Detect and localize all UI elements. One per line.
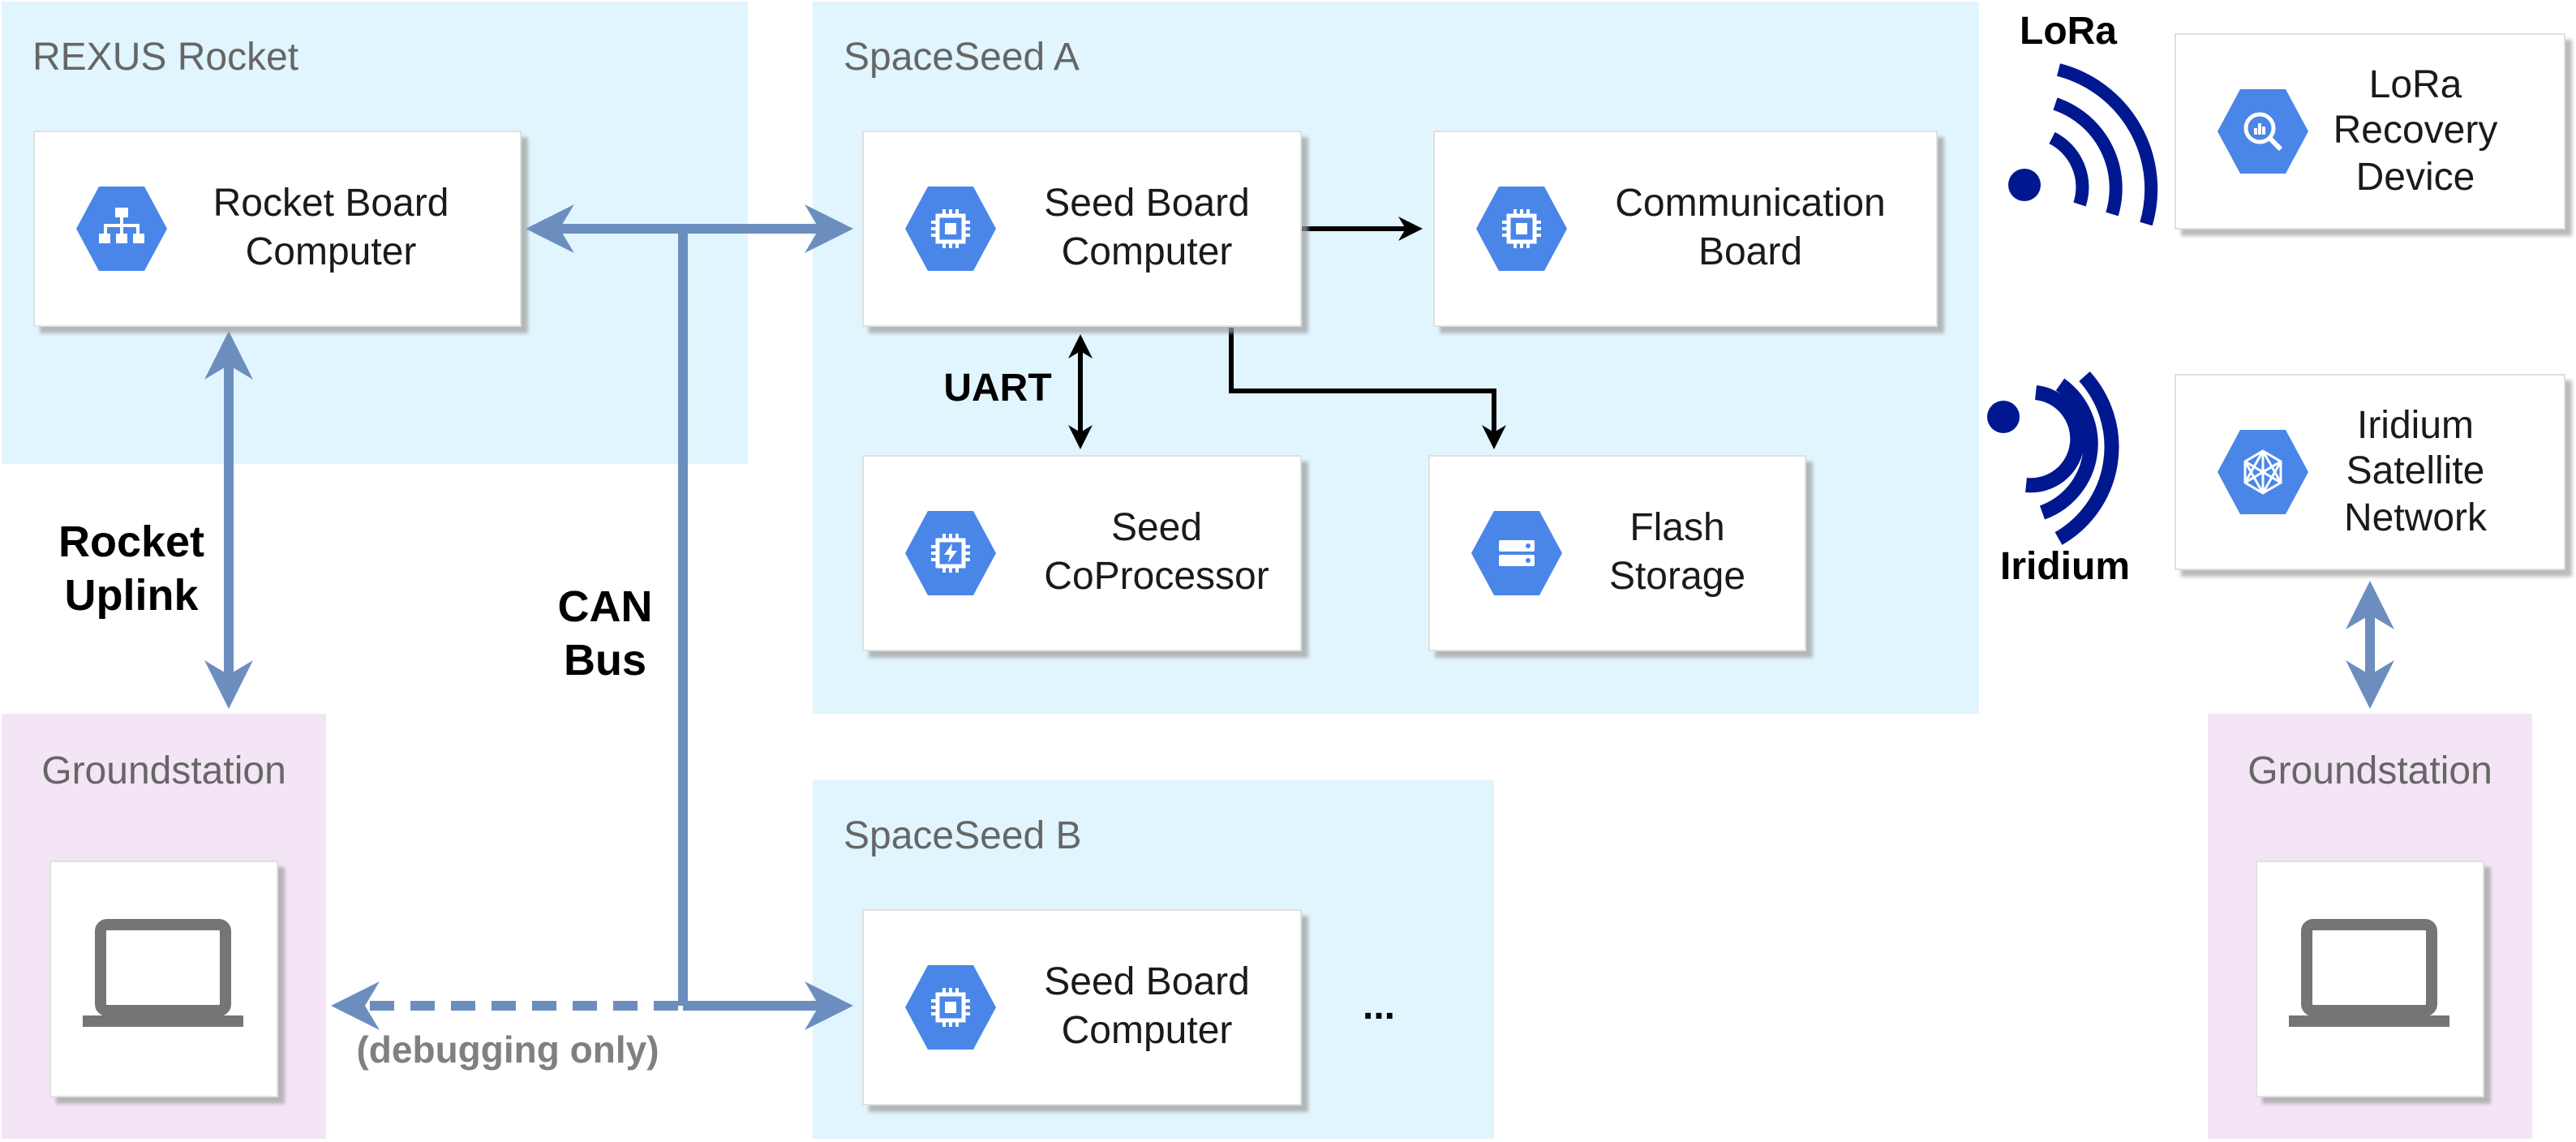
analytics-search-icon bbox=[2218, 89, 2308, 174]
card-iridium-network-line3: Network bbox=[2344, 496, 2488, 539]
card-seed-board-a-line2: Computer bbox=[1062, 230, 1233, 273]
storage-icon bbox=[1471, 511, 1562, 595]
lora-label: LoRa bbox=[2020, 10, 2117, 53]
card-seed-coprocessor-line2: CoProcessor bbox=[1044, 555, 1269, 598]
chip-icon bbox=[905, 187, 996, 271]
card-flash-storage-line2: Storage bbox=[1609, 555, 1745, 598]
card-lora-device[interactable]: LoRa Recovery Device bbox=[2175, 33, 2565, 230]
rocket-uplink-label-2: Uplink bbox=[64, 571, 199, 620]
chip-icon bbox=[905, 965, 996, 1050]
card-lora-device-line1: LoRa bbox=[2369, 63, 2462, 106]
can-bus-lines bbox=[204, 204, 2394, 1030]
debugging-label: (debugging only) bbox=[356, 1028, 659, 1071]
card-lora-device-line2: Recovery bbox=[2333, 109, 2498, 152]
chip-icon bbox=[1476, 187, 1567, 271]
card-flash-storage-line1: Flash bbox=[1629, 506, 1724, 549]
region-title-groundstation-right: Groundstation bbox=[2248, 749, 2492, 792]
card-rocket-board-line1: Rocket Board bbox=[213, 182, 449, 225]
more-seeds-ellipsis: ... bbox=[1363, 985, 1395, 1028]
card-seed-board-b-line1: Seed Board bbox=[1044, 960, 1250, 1003]
laptop-card-left[interactable] bbox=[49, 861, 278, 1097]
card-seed-board-b[interactable]: Seed Board Computer bbox=[862, 909, 1302, 1106]
iridium-label: Iridium bbox=[2000, 545, 2130, 588]
card-flash-storage[interactable]: Flash Storage bbox=[1428, 455, 1806, 651]
region-title-spaceseed-b: SpaceSeed B bbox=[844, 814, 1082, 857]
card-seed-board-a-line1: Seed Board bbox=[1044, 182, 1250, 225]
internal-links bbox=[1068, 217, 1506, 449]
card-seed-coprocessor[interactable]: Seed CoProcessor bbox=[862, 455, 1302, 651]
can-bus-label-2: Bus bbox=[564, 636, 646, 685]
card-communication-board[interactable]: Communication Board bbox=[1433, 131, 1938, 327]
card-seed-board-b-line2: Computer bbox=[1062, 1009, 1233, 1052]
lora-wireless-icon bbox=[2008, 63, 2158, 226]
card-iridium-network-line1: Iridium bbox=[2357, 404, 2474, 447]
card-iridium-network[interactable]: Iridium Satellite Network bbox=[2175, 374, 2565, 570]
region-title-groundstation-left: Groundstation bbox=[41, 749, 286, 792]
card-communication-board-line2: Board bbox=[1698, 230, 1802, 273]
rocket-uplink-label-1: Rocket bbox=[58, 517, 204, 566]
card-lora-device-line3: Device bbox=[2356, 156, 2475, 199]
card-rocket-board[interactable]: Rocket Board Computer bbox=[33, 131, 522, 327]
card-seed-coprocessor-line1: Seed bbox=[1111, 506, 1202, 549]
chip-bolt-icon bbox=[905, 511, 996, 595]
network-mesh-icon bbox=[2218, 430, 2308, 514]
card-seed-board-a[interactable]: Seed Board Computer bbox=[862, 131, 1302, 327]
laptop-card-right[interactable] bbox=[2256, 861, 2484, 1097]
can-bus-label-1: CAN bbox=[558, 582, 653, 631]
card-rocket-board-line2: Computer bbox=[246, 230, 417, 273]
region-title-spaceseed-a: SpaceSeed A bbox=[844, 36, 1080, 79]
laptop-icon bbox=[2289, 919, 2449, 1027]
region-title-rexus: REXUS Rocket bbox=[32, 36, 298, 79]
iridium-wireless-icon bbox=[1987, 371, 2119, 545]
card-communication-board-line1: Communication bbox=[1615, 182, 1885, 225]
uart-label: UART bbox=[943, 367, 1051, 410]
laptop-icon bbox=[83, 919, 243, 1027]
card-iridium-network-line2: Satellite bbox=[2346, 449, 2485, 492]
sitemap-icon bbox=[76, 187, 167, 271]
